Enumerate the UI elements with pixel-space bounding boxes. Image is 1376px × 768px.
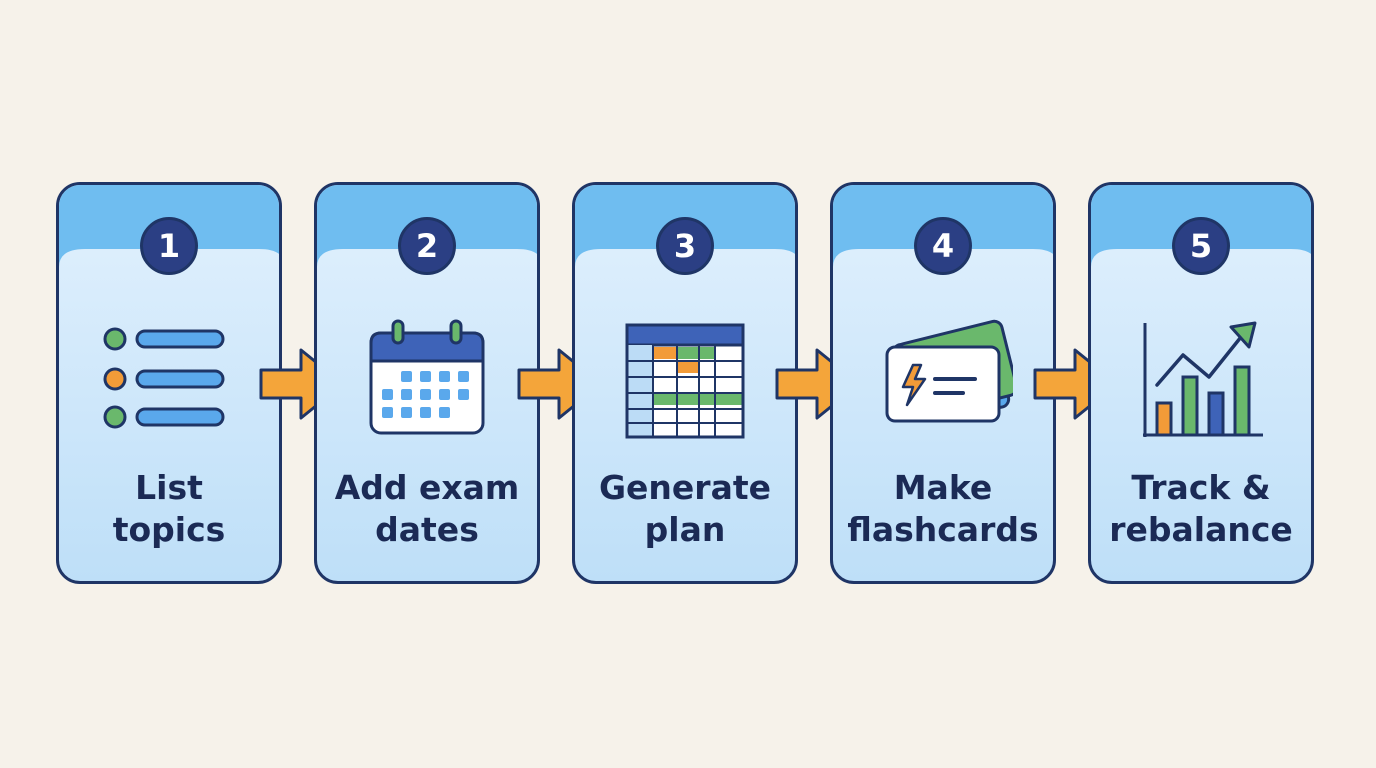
step-number-badge: 3: [656, 217, 714, 275]
step-label: List topics: [63, 467, 275, 551]
step-label-line-1: List: [135, 468, 203, 507]
step-label: Make flashcards: [837, 467, 1049, 551]
list-icon: [103, 327, 225, 429]
step-label: Generate plan: [579, 467, 791, 551]
calendar-icon: [369, 319, 485, 435]
step-number-badge: 4: [914, 217, 972, 275]
step-label-line-1: Generate: [598, 468, 772, 507]
flashcards-icon: [885, 319, 1013, 423]
step-card-1: 1 List topics: [56, 182, 282, 584]
step-label-line-2: flashcards: [847, 510, 1039, 549]
step-number-badge: 5: [1172, 217, 1230, 275]
step-label-line-2: dates: [375, 510, 479, 549]
step-label-line-2: topics: [112, 510, 226, 549]
step-card-2: 2 Add exam dates: [314, 182, 540, 584]
step-card-5: 5 Track & rebalance: [1088, 182, 1314, 584]
step-card-3: 3 Generate plan: [572, 182, 798, 584]
step-label-line-1: Track &: [1131, 468, 1271, 507]
step-label-line-2: rebalance: [1109, 510, 1293, 549]
step-label: Track & rebalance: [1095, 467, 1307, 551]
step-card-4: 4 Make flashcards: [830, 182, 1056, 584]
step-label-line-1: Add exam: [334, 468, 520, 507]
schedule-grid-icon: [625, 323, 745, 439]
step-number-badge: 2: [398, 217, 456, 275]
step-label: Add exam dates: [321, 467, 533, 551]
growth-chart-icon: [1143, 321, 1263, 437]
step-label-line-2: plan: [644, 510, 726, 549]
step-label-line-1: Make: [893, 468, 993, 507]
step-number-badge: 1: [140, 217, 198, 275]
